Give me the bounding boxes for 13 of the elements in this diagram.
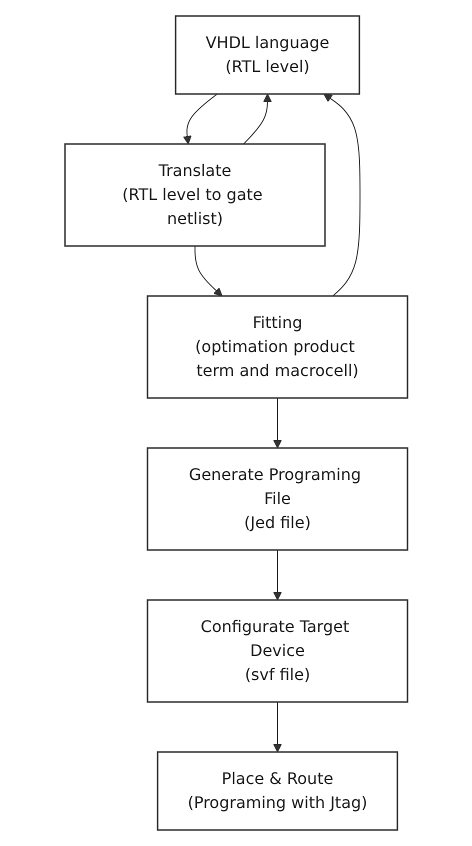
node-box: Configurate Target Device (svf file) [146, 599, 408, 703]
arrow [242, 94, 272, 144]
arrow [323, 94, 360, 296]
arrow [272, 550, 282, 600]
arrow [272, 398, 282, 448]
node-box: VHDL language (RTL level) [174, 15, 360, 95]
arrow [182, 94, 218, 144]
node-box: Generate Programing File (Jed file) [146, 447, 408, 551]
node-box: Translate (RTL level to gate netlist) [64, 143, 326, 247]
node-box: Fitting (optimation product term and macrocell) [146, 295, 408, 399]
node-box: Place & Route (Programing with Jtag) [156, 751, 398, 831]
arrow [194, 246, 222, 296]
arrow [272, 702, 282, 752]
